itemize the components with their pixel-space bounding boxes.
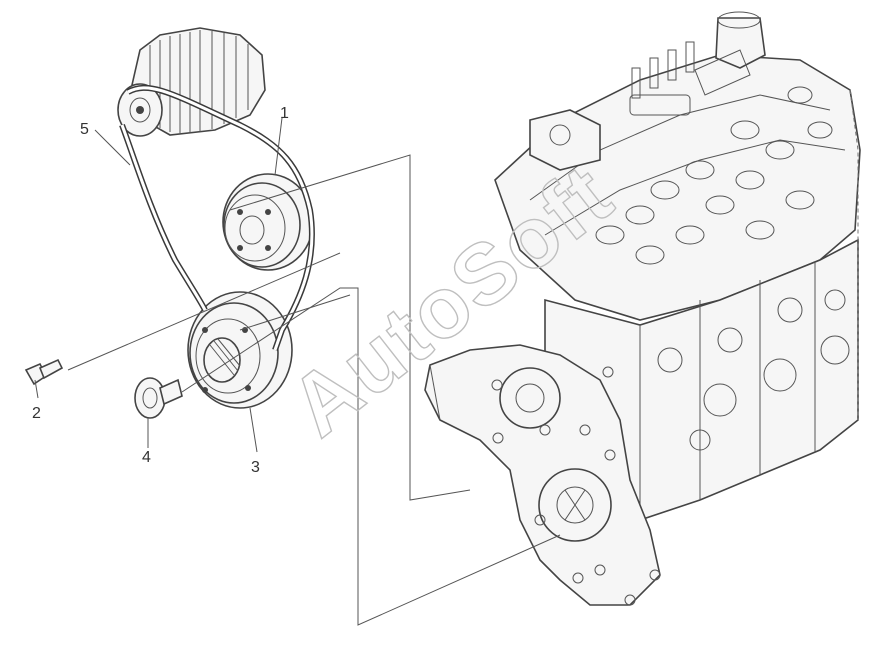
callout-3: 3 [251,459,260,476]
callout-2: 2 [32,405,41,422]
alternator [117,27,266,137]
assembly-lines [67,154,561,626]
callout-5: 5 [80,121,89,138]
engine-block [424,11,861,606]
washer-nut [134,377,183,419]
callout-4: 4 [142,449,151,466]
fan-pulley [222,173,314,271]
leader-lines [34,117,283,453]
bolt [24,358,64,386]
v-belt [119,84,315,351]
callout-1: 1 [280,105,289,122]
